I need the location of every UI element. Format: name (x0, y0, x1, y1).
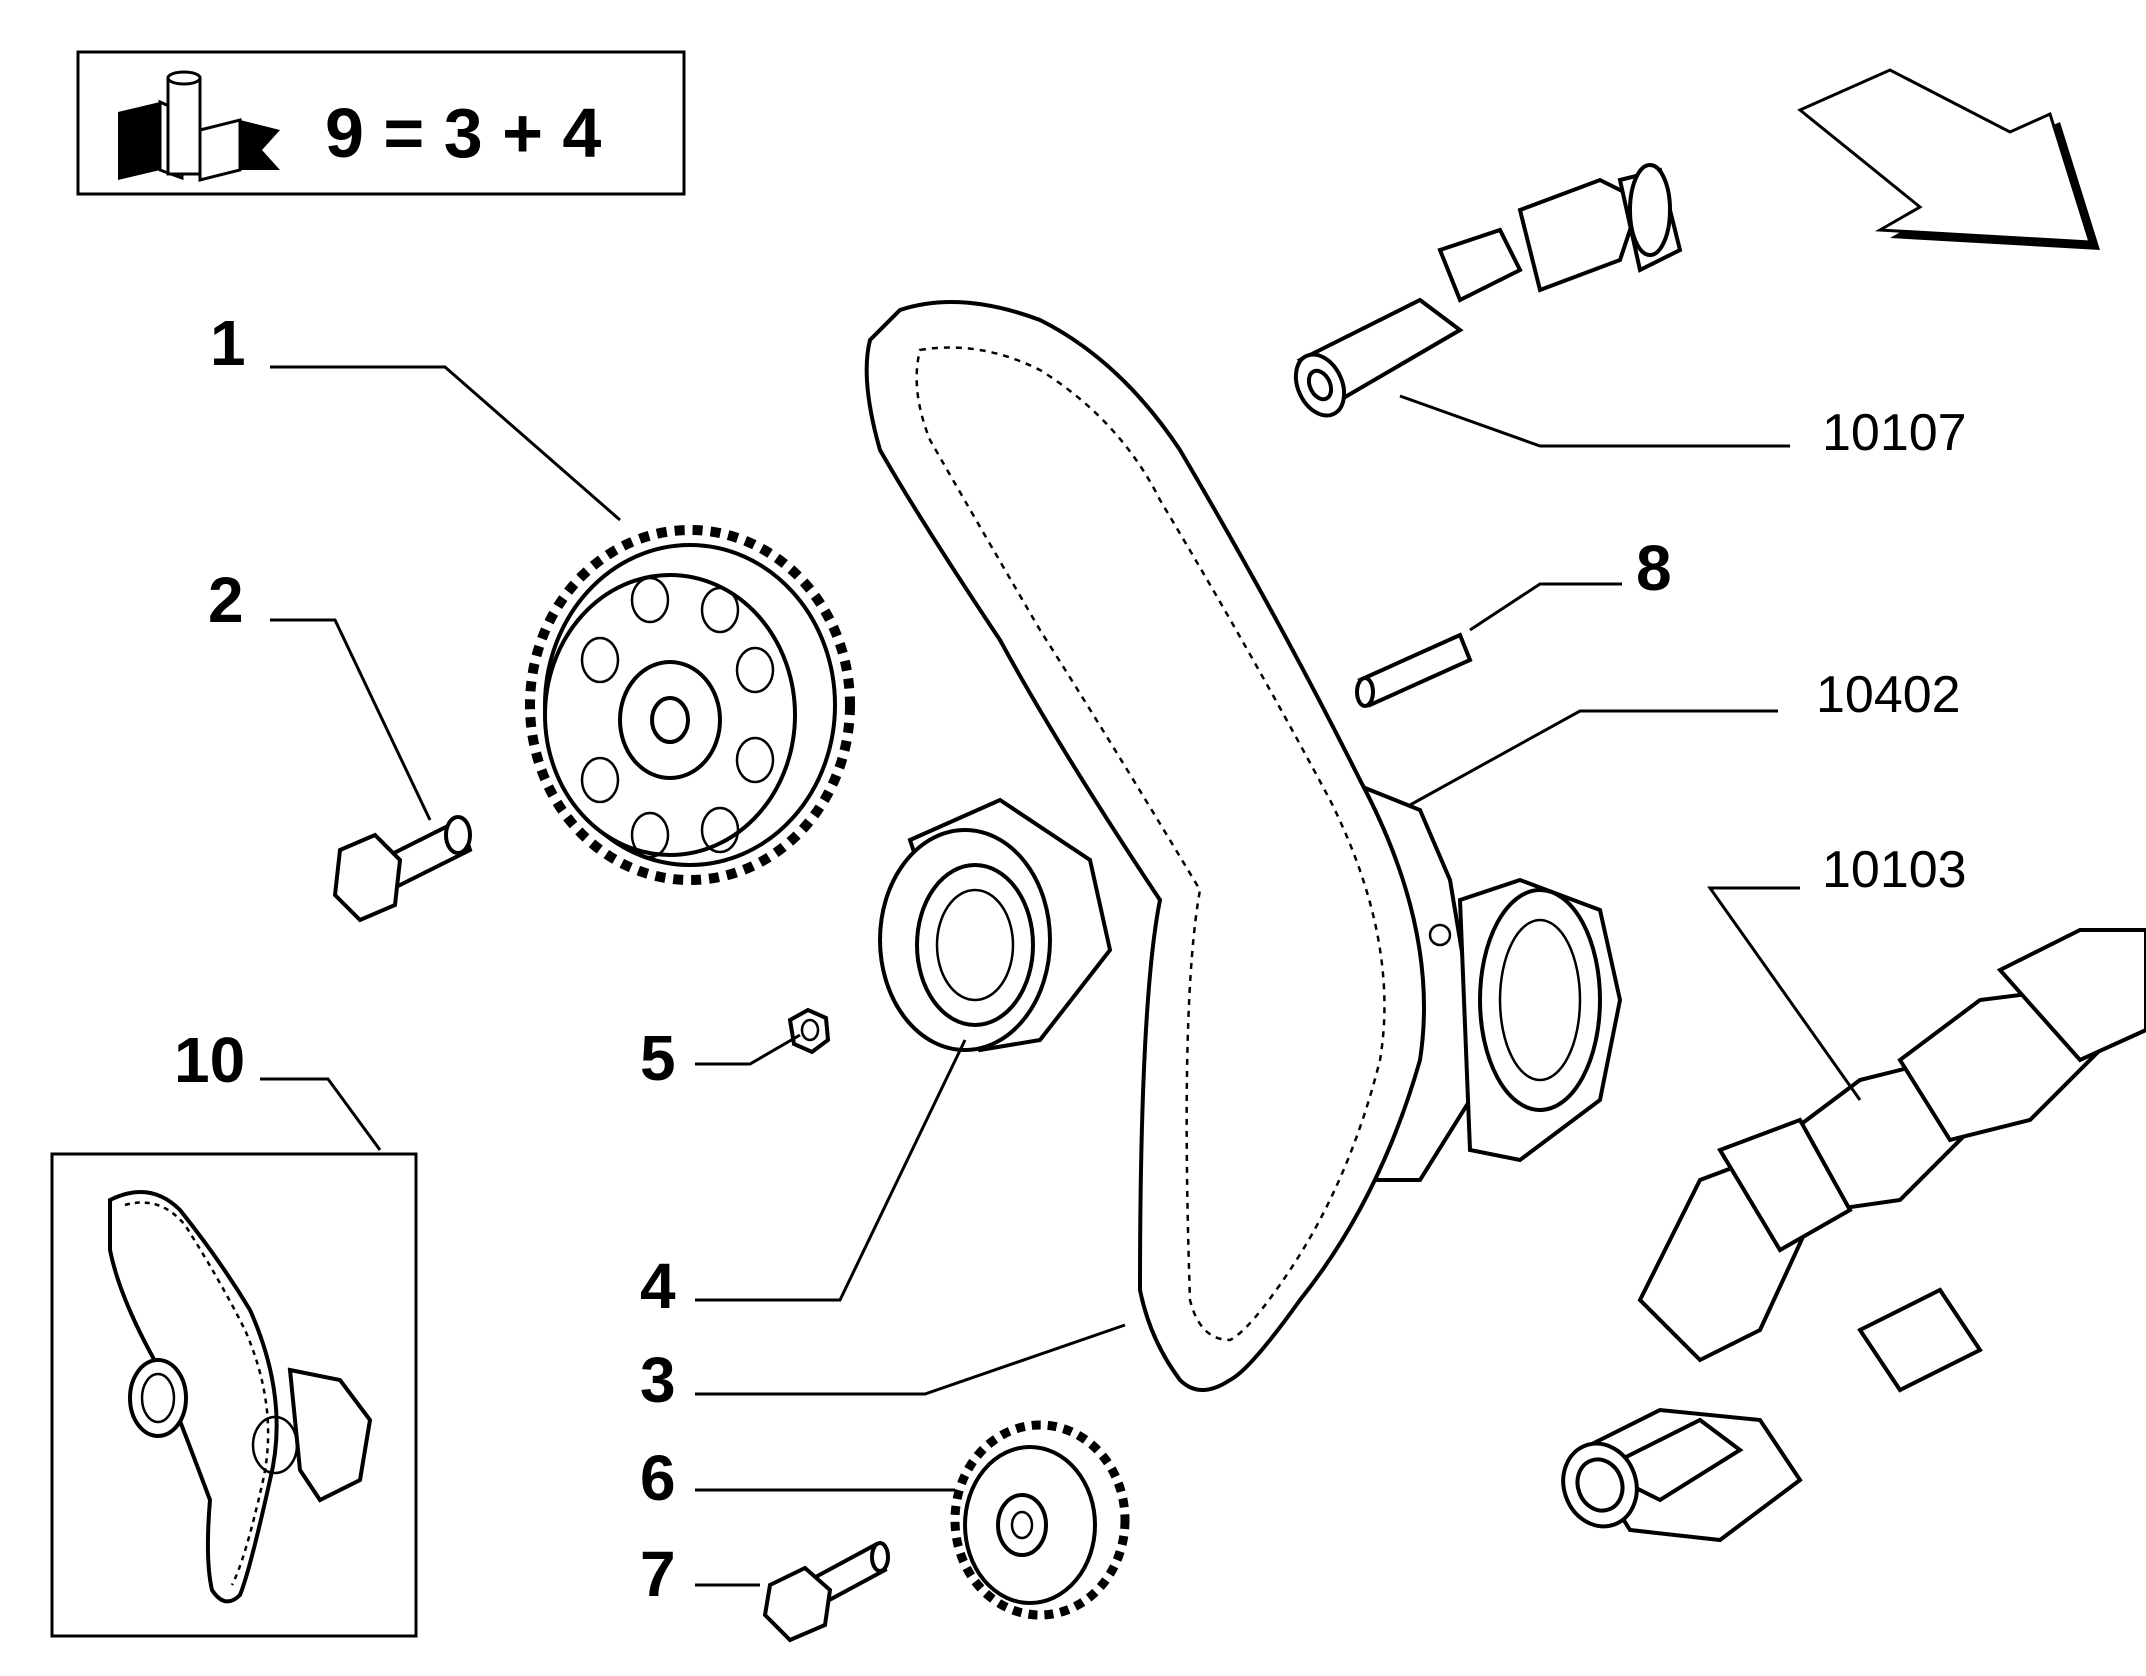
kit-box: 9 = 3 + 4 (76, 50, 686, 196)
callout-10103: 10103 (1822, 841, 1967, 899)
arrow-icon (1797, 68, 2100, 250)
camshaft-sprocket (525, 525, 855, 885)
stud (1355, 632, 1473, 708)
callout-7: 7 (640, 1538, 676, 1610)
timing-belt (864, 300, 1426, 1392)
fiat-parts-logo-icon (118, 70, 280, 182)
callout-4: 4 (640, 1250, 676, 1322)
leader-lines (260, 365, 1862, 1587)
callout-8: 8 (1636, 532, 1672, 604)
crankshaft (1561, 928, 2146, 1543)
callout-6: 6 (640, 1442, 676, 1514)
callout-1: 1 (210, 307, 246, 379)
callout-5: 5 (640, 1022, 676, 1094)
flange-bolt (762, 1541, 890, 1643)
camshaft (1293, 163, 1683, 418)
callout-10402: 10402 (1816, 666, 1961, 724)
callout-2: 2 (208, 564, 244, 636)
nut (787, 1007, 831, 1055)
callout-3: 3 (640, 1344, 676, 1416)
kit-inset (50, 1152, 418, 1638)
kit-formula: 9 = 3 + 4 (325, 94, 601, 172)
callout-10: 10 (174, 1024, 245, 1096)
callout-10107: 10107 (1822, 404, 1967, 462)
crankshaft-gear (950, 1420, 1130, 1620)
bolt (332, 815, 473, 923)
tensioner-pulley (878, 797, 1113, 1053)
